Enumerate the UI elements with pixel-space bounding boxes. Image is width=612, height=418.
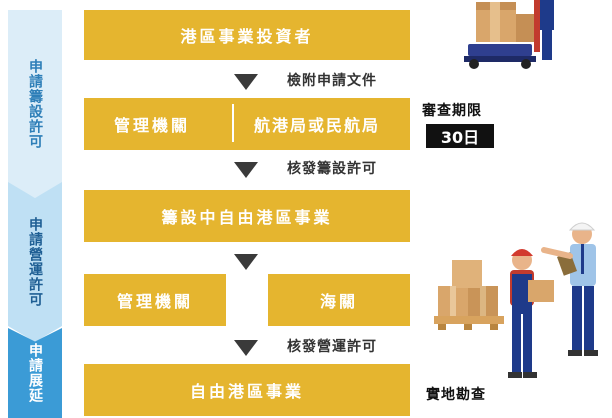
box-label: 管理機關	[116, 292, 193, 311]
arrow-down-icon	[234, 74, 258, 90]
box-label: 籌設中自由港區事業	[161, 208, 333, 227]
step-label: 檢附申請文件	[287, 73, 377, 89]
authority-box: 管理機關 航港局或民航局	[84, 98, 410, 150]
box-label: 海關	[319, 292, 358, 311]
phase-label: 申請營運許可	[27, 217, 43, 307]
box-label: 自由港區事業	[189, 382, 304, 401]
mgmt-authority-box: 管理機關	[84, 274, 226, 326]
customs-box: 海關	[268, 274, 410, 326]
step-label: 核發籌設許可	[287, 161, 377, 177]
deadline-badge: 30日	[426, 124, 494, 148]
inspection-illustration	[434, 222, 598, 378]
box-label: 航港局或民航局	[254, 116, 381, 135]
phase-label: 申請展延	[27, 343, 43, 403]
deadline-title: 審查期限	[422, 103, 482, 119]
phase-sidebar: 申請籌設許可 申請營運許可 申請展延	[8, 10, 62, 418]
arrow-down-icon	[234, 340, 258, 356]
phase-apply-establishment: 申請籌設許可	[8, 10, 62, 198]
inspection-label: 實地勘查	[426, 387, 486, 403]
final-enterprise-box: 自由港區事業	[84, 364, 410, 416]
phase-label: 申請籌設許可	[27, 59, 43, 149]
box-label: 管理機關	[114, 116, 191, 135]
box-divider	[232, 104, 234, 142]
investor-box: 港區事業投資者	[84, 10, 410, 60]
phase-apply-extension: 申請展延	[8, 328, 62, 418]
step-label: 核發營運許可	[287, 339, 377, 355]
box-label: 港區事業投資者	[180, 27, 314, 46]
arrow-down-icon	[234, 162, 258, 178]
prep-enterprise-box: 籌設中自由港區事業	[84, 190, 410, 242]
worker-pallet-illustration	[464, 0, 554, 69]
arrow-down-icon	[234, 254, 258, 270]
phase-apply-operation: 申請營運許可	[8, 182, 62, 342]
